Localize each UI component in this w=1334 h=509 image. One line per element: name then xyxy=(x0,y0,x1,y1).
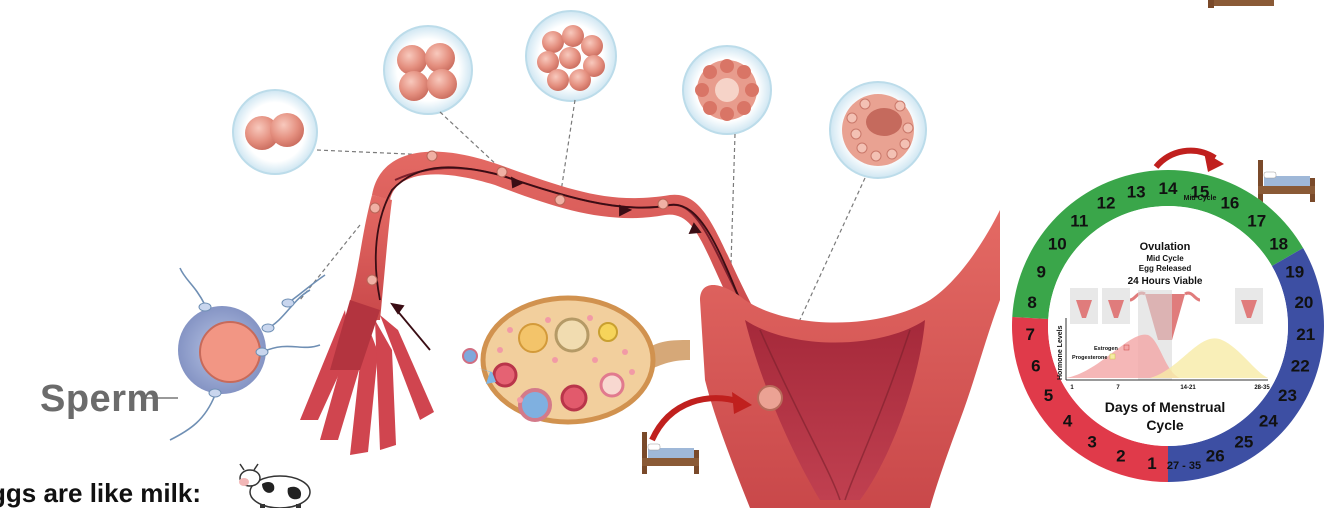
wheel-day-label: 13 xyxy=(1127,183,1146,202)
wheel-day-label: 14 xyxy=(1159,179,1178,198)
wheel-day-label: 11 xyxy=(1070,211,1088,230)
eggs-note-text: ggs are like milk: xyxy=(0,478,201,509)
ovulation-mid-cycle: Mid Cycle xyxy=(1146,254,1184,263)
wheel-day-label: 19 xyxy=(1285,262,1304,281)
uterus xyxy=(700,210,1000,508)
days-title-line2: Cycle xyxy=(1146,417,1184,433)
four-cell-stage-bubble xyxy=(384,26,472,114)
blastocyst-stage-bubble xyxy=(830,82,926,178)
wheel-day-label: 18 xyxy=(1269,235,1288,254)
wheel-day-label: 24 xyxy=(1259,412,1278,431)
wheel-day-label: 3 xyxy=(1087,432,1096,451)
egg-with-sperm xyxy=(170,268,325,440)
embryo-stage-bubbles xyxy=(233,11,926,178)
hormone-y-label: Hormone Levels xyxy=(1057,325,1064,380)
ovulation-title: Ovulation xyxy=(1140,241,1191,253)
days-title-line1: Days of Menstrual xyxy=(1105,399,1226,415)
sperm-label: Sperm xyxy=(40,378,161,421)
bed-icon xyxy=(1208,0,1274,8)
ovary xyxy=(463,298,690,422)
wheel-day-label: 5 xyxy=(1044,386,1053,405)
wheel-day-label: 21 xyxy=(1296,325,1315,344)
ovulation-egg-released: Egg Released xyxy=(1139,264,1192,273)
wheel-day-label: 4 xyxy=(1063,412,1073,431)
hormone-x-tick: 14-21 xyxy=(1180,385,1196,391)
two-cell-stage-bubble xyxy=(233,90,317,174)
wheel-day-label: 6 xyxy=(1031,357,1040,376)
wheel-day-label: 17 xyxy=(1247,211,1266,230)
wheel-day-label: 20 xyxy=(1294,293,1313,312)
bed-icon xyxy=(1258,160,1315,202)
hormone-x-tick: 28-35 xyxy=(1254,385,1270,391)
wheel-day-label: 9 xyxy=(1037,262,1046,281)
legend-estrogen: Estrogen xyxy=(1094,346,1118,352)
wheel-day-label: 8 xyxy=(1027,293,1036,312)
ovulation-viability: 24 Hours Viable xyxy=(1128,276,1203,287)
fimbriae xyxy=(300,300,434,455)
eight-cell-stage-bubble xyxy=(526,11,616,101)
day-14-subtitle: Mid Cycle xyxy=(1184,195,1217,202)
morula-stage-bubble xyxy=(683,46,771,134)
wheel-day-label: 22 xyxy=(1291,357,1310,376)
wheel-day-label: 26 xyxy=(1206,447,1225,466)
wheel-day-label: 25 xyxy=(1234,432,1253,451)
wheel-day-label: 1 xyxy=(1147,454,1156,473)
wheel-day-label: 12 xyxy=(1097,194,1116,213)
wheel-day-label: 16 xyxy=(1220,194,1239,213)
legend-progesterone: Progesterone xyxy=(1072,355,1107,361)
wheel-day-label: 23 xyxy=(1278,386,1297,405)
wheel-day-label: 27 - 35 xyxy=(1167,460,1201,472)
wheel-day-label: 10 xyxy=(1048,235,1067,254)
wheel-day-label: 2 xyxy=(1116,447,1125,466)
wheel-day-label: 7 xyxy=(1025,325,1034,344)
cow-icon xyxy=(239,464,310,508)
